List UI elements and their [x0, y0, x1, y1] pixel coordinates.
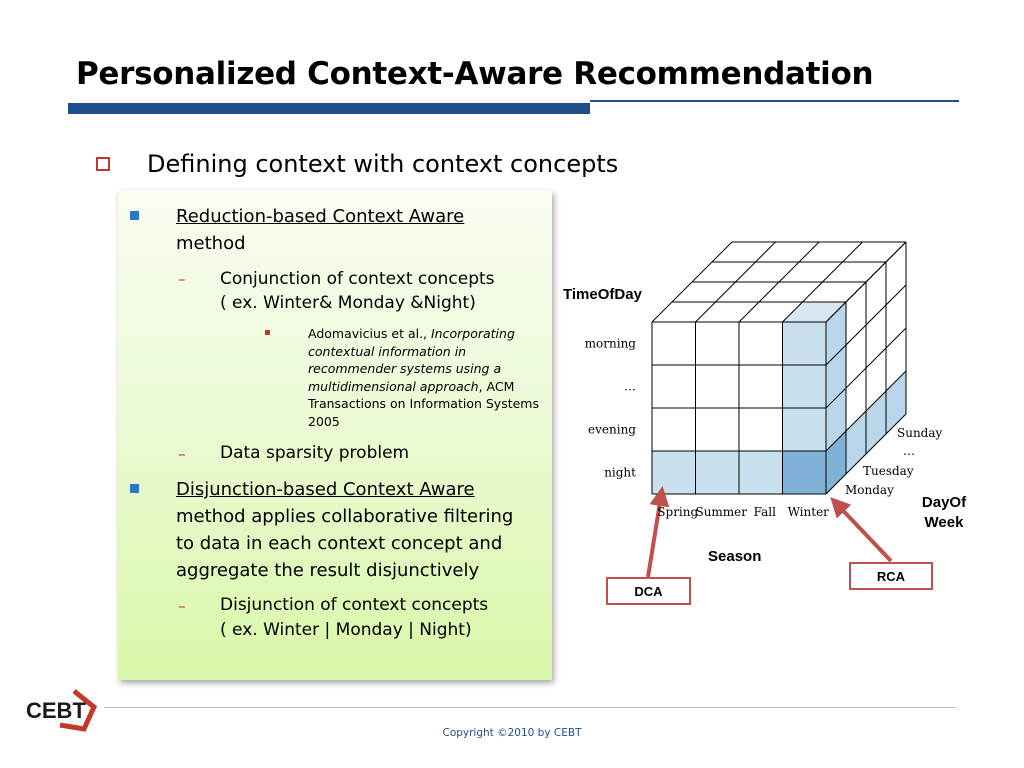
- corner-side-highlight: [826, 431, 846, 494]
- title-underline-thin: [590, 100, 959, 102]
- time-axis-label: TimeOfDay: [563, 286, 642, 303]
- cebt-logo: CEBT: [26, 689, 98, 732]
- conjunction-line1: Conjunction of context concepts: [220, 269, 495, 289]
- footer-rule: [104, 707, 956, 708]
- disjunction-line1: method applies collaborative filtering: [176, 506, 514, 527]
- main-bullet-text: Defining context with context concepts: [147, 150, 619, 178]
- winter-night-corner: [782, 451, 826, 494]
- cube-grid: [651, 241, 907, 495]
- reduction-heading-cont: method: [176, 233, 246, 254]
- data-sparsity-text: Data sparsity problem: [220, 443, 410, 463]
- dash-bullet-icon: –: [178, 270, 186, 288]
- dca-arrow: [646, 486, 670, 578]
- right-grid-depth: [825, 370, 907, 452]
- day-label: Sunday: [897, 426, 943, 440]
- season-axis-label: Season: [708, 548, 762, 565]
- reference-title-2: contextual information in: [308, 343, 467, 359]
- day-label: …: [903, 444, 915, 458]
- season-label: Summer: [695, 505, 747, 519]
- winter-top-highlight: [782, 302, 846, 322]
- logo-swoosh: [59, 689, 98, 732]
- content-box: [118, 190, 552, 680]
- disjunction-heading: Disjunction-based Context Aware: [176, 479, 475, 500]
- disjunction-sub-line2: ( ex. Winter | Monday | Night): [220, 620, 472, 640]
- logo-text: CEBT: [26, 698, 86, 723]
- disjunction-sub-line1: Disjunction of context concepts: [220, 595, 489, 615]
- copyright-text: Copyright ©2010 by CEBT: [442, 727, 582, 739]
- season-label: Spring: [657, 505, 698, 519]
- reduction-heading: Reduction-based Context Aware: [176, 206, 465, 227]
- top-grid-depth: [782, 241, 863, 323]
- week-axis-label-1: DayOf: [921, 494, 967, 511]
- rca-tag: RCA: [849, 562, 933, 590]
- reference-title-4: multidimensional approach: [308, 378, 479, 394]
- reference-year: 2005: [308, 413, 340, 429]
- right-grid-depth: [825, 413, 907, 495]
- season-label: Fall: [754, 505, 777, 519]
- dash-bullet-icon: –: [178, 597, 186, 615]
- time-label: morning: [585, 337, 637, 351]
- small-square-bullet-icon: [265, 330, 270, 335]
- hollow-square-bullet-icon: [96, 157, 110, 171]
- week-axis-label-2: Week: [924, 514, 964, 531]
- square-bullet-icon: [130, 484, 139, 493]
- day-label: Tuesday: [863, 464, 914, 478]
- reference-title-1: Incorporating: [431, 326, 515, 341]
- square-bullet-icon: [130, 211, 139, 220]
- cube-arrows: [646, 486, 893, 578]
- rca-arrow: [830, 497, 893, 563]
- disjunction-line3: aggregate the result disjunctively: [176, 560, 480, 581]
- slide-title: Personalized Context-Aware Recommendatio…: [76, 56, 874, 92]
- title-underline-thick: [68, 103, 590, 114]
- time-label: evening: [588, 423, 636, 437]
- disjunction-line2: to data in each context concept and: [176, 533, 503, 554]
- dca-tag: DCA: [606, 577, 691, 605]
- time-label: night: [604, 466, 636, 480]
- reference-journal-2: Transactions on Information Systems: [308, 396, 539, 411]
- reference-text: Adomavicius et al., Incorporating contex…: [308, 325, 554, 430]
- reference-author: Adomavicius et al.,: [308, 326, 431, 341]
- day-label: Monday: [845, 483, 894, 497]
- season-label: Winter: [788, 505, 830, 519]
- time-label: …: [624, 380, 636, 394]
- conjunction-line2: ( ex. Winter& Monday &Night): [220, 293, 476, 313]
- reference-journal-1: , ACM: [478, 378, 515, 394]
- dash-bullet-icon: –: [178, 445, 186, 463]
- reference-title-3: recommender systems using a: [308, 361, 502, 376]
- week-axis-label: DayOf Week: [917, 493, 971, 533]
